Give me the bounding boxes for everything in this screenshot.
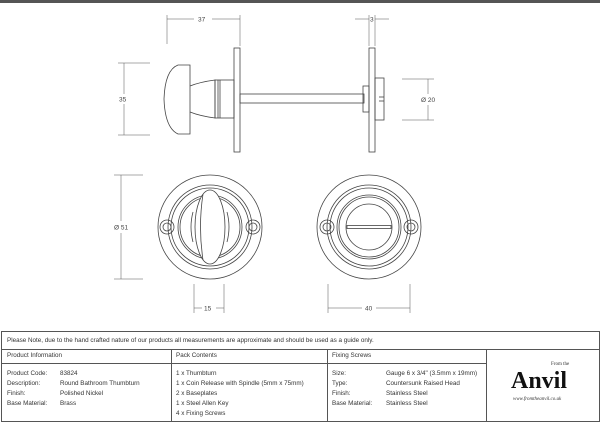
logo-url: www.fromtheanvil.co.uk bbox=[513, 397, 562, 402]
logo-tagline: From the bbox=[551, 362, 570, 367]
dim-dia-20: Ø 20 bbox=[421, 97, 435, 104]
label: Product Code: bbox=[7, 370, 48, 377]
label: Finish: bbox=[332, 390, 351, 397]
thumb-piece bbox=[194, 189, 226, 265]
list-item: 4 x Fixing Screws bbox=[176, 410, 226, 417]
thumbturn-knob bbox=[163, 64, 191, 135]
value: Gauge 6 x 3/4" (3.5mm x 19mm) bbox=[386, 370, 478, 377]
list-item: 2 x Baseplates bbox=[176, 390, 218, 397]
label: Finish: bbox=[7, 390, 26, 397]
label: Size: bbox=[332, 370, 346, 377]
dim-15: 15 bbox=[204, 306, 212, 313]
pack-contents-header: Pack Contents bbox=[176, 352, 217, 359]
value: 83824 bbox=[60, 370, 78, 377]
anvil-logo: From the Anvil www.fromtheanvil.co.uk bbox=[507, 362, 595, 418]
pack-contents-list: 1 x Thumbturn 1 x Coin Release with Spin… bbox=[176, 369, 304, 419]
value: Polished Nickel bbox=[60, 390, 104, 397]
divider bbox=[486, 349, 487, 421]
dim-dia-51: Ø 51 bbox=[114, 225, 128, 232]
fixing-screws-values: Gauge 6 x 3/4" (3.5mm x 19mm) Countersun… bbox=[386, 369, 477, 409]
value: Brass bbox=[60, 400, 77, 407]
list-item: 1 x Steel Allen Key bbox=[176, 400, 229, 407]
drawing: 37 3 35 Ø 20 Ø 51 15 40 bbox=[114, 15, 435, 313]
product-info-header: Product Information bbox=[7, 352, 62, 359]
disclaimer-note: Please Note, due to the hand crafted nat… bbox=[7, 337, 374, 344]
dim-37: 37 bbox=[198, 17, 206, 24]
list-item: 1 x Coin Release with Spindle (5mm x 75m… bbox=[176, 380, 304, 387]
knob-neck bbox=[189, 79, 216, 119]
label: Base Material: bbox=[332, 400, 373, 407]
product-info-labels: Product Code: Description: Finish: Base … bbox=[7, 369, 47, 409]
dimensions bbox=[114, 15, 434, 313]
divider bbox=[2, 363, 486, 364]
value: Countersunk Raised Head bbox=[386, 380, 460, 387]
label: Base Material: bbox=[7, 400, 48, 407]
coin-release-head bbox=[374, 77, 385, 121]
divider bbox=[327, 349, 328, 421]
dim-3: 3 bbox=[370, 17, 374, 24]
spindle bbox=[239, 93, 365, 104]
fixing-screws-labels: Size: Type: Finish: Base Material: bbox=[332, 369, 372, 409]
value: Stainless Steel bbox=[386, 390, 428, 397]
coin-slot bbox=[346, 225, 392, 229]
divider bbox=[2, 349, 599, 350]
side-view bbox=[163, 47, 385, 153]
logo-name: Anvil bbox=[511, 368, 568, 394]
right-plate bbox=[368, 47, 376, 153]
value: Stainless Steel bbox=[386, 400, 428, 407]
product-info-values: 83824 Round Bathroom Thumbturn Polished … bbox=[60, 369, 140, 409]
fixing-screws-header: Fixing Screws bbox=[332, 352, 372, 359]
divider bbox=[171, 349, 172, 421]
top-border bbox=[0, 0, 600, 3]
label: Description: bbox=[7, 380, 41, 387]
coin-release-front-view bbox=[316, 174, 422, 280]
list-item: 1 x Thumbturn bbox=[176, 370, 217, 377]
left-plate bbox=[233, 47, 241, 153]
value: Round Bathroom Thumbturn bbox=[60, 380, 140, 387]
label: Type: bbox=[332, 380, 348, 387]
info-table: Please Note, due to the hand crafted nat… bbox=[1, 331, 600, 422]
thumbturn-front-view bbox=[157, 174, 263, 280]
dim-40: 40 bbox=[365, 306, 373, 313]
dim-35: 35 bbox=[119, 97, 127, 104]
